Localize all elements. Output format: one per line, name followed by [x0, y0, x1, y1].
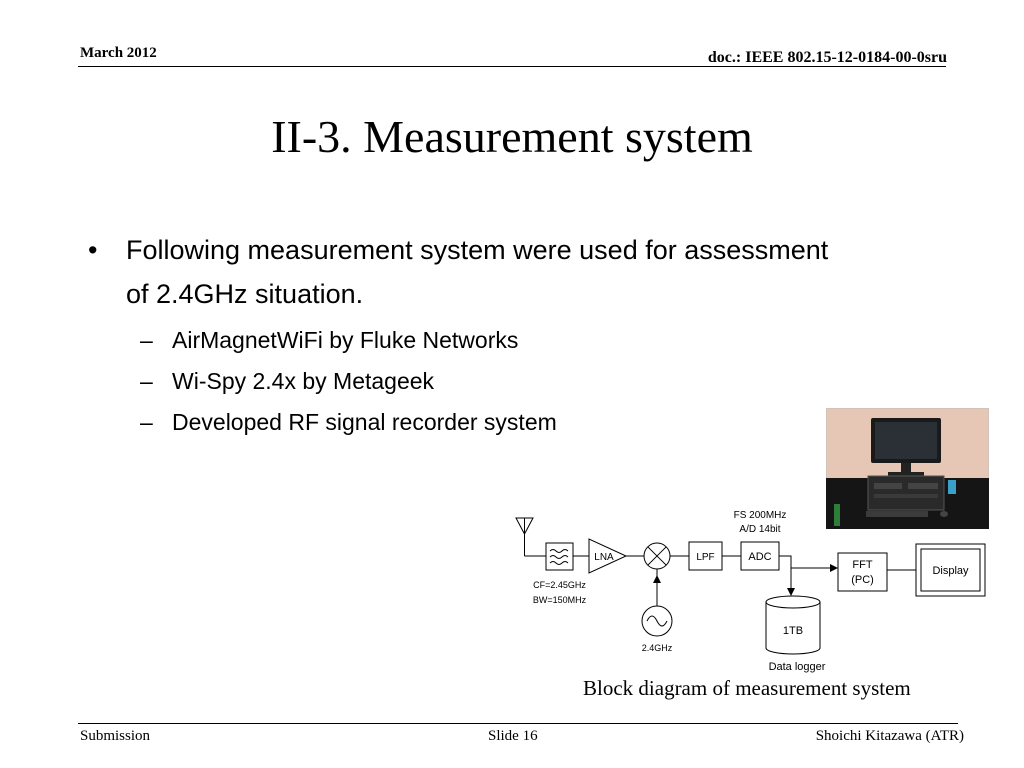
storage-capacity: 1TB — [783, 625, 803, 637]
sub-dash: – — [140, 327, 153, 353]
adc-label: ADC — [748, 551, 771, 563]
sub-dash: – — [140, 409, 153, 435]
header-doc-id: doc.: IEEE 802.15-12-0184-00-0sru — [707, 49, 947, 66]
footer-rule — [78, 723, 958, 724]
header-date: March 2012 — [80, 45, 157, 61]
sub-text: Wi-Spy 2.4x by Metageek — [172, 368, 435, 394]
sub-item: – Wi-Spy 2.4x by Metageek — [140, 361, 848, 402]
sub-item: – AirMagnetWiFi by Fluke Networks — [140, 320, 848, 361]
adc-sample-rate: FS 200MHz — [734, 510, 787, 521]
slide-number: Slide 16 — [488, 728, 538, 744]
lna-block: LNA — [588, 538, 628, 574]
fft-label: FFT — [852, 559, 872, 571]
lpf-label: LPF — [696, 552, 714, 563]
photo-keyboard — [866, 511, 928, 517]
sub-text: AirMagnetWiFi by Fluke Networks — [172, 327, 519, 353]
footer-author: Shoichi Kitazawa (ATR) — [815, 728, 964, 744]
to-storage-arrow-icon — [787, 588, 795, 596]
diagram-caption: Block diagram of measurement system — [583, 676, 911, 700]
lo-freq-label: 2.4GHz — [642, 643, 673, 653]
photo-mouse — [940, 511, 948, 517]
photo-chassis — [867, 475, 945, 511]
sub-text: Developed RF signal recorder system — [172, 409, 557, 435]
footer-left: Submission — [80, 728, 151, 744]
sub-item: – Developed RF signal recorder system — [140, 402, 848, 443]
lo-arrow-icon — [653, 575, 661, 583]
recorder-photo — [826, 408, 989, 529]
sub-list: – AirMagnetWiFi by Fluke Networks – Wi-S… — [140, 320, 848, 443]
data-logger-icon — [765, 595, 821, 655]
bullet-text: Following measurement system were used f… — [126, 235, 829, 309]
oscillator-icon — [641, 605, 673, 637]
block-diagram: CF=2.45GHz BW=150MHz LNA 2.4GHz LPF FS 2… — [515, 510, 986, 673]
adc-resolution: A/D 14bit — [739, 524, 780, 535]
adc-block: ADC — [740, 541, 780, 571]
bullet-item: • Following measurement system were used… — [88, 228, 848, 316]
bullet-mark: • — [88, 235, 98, 265]
antenna-icon — [515, 517, 534, 556]
lna-label: LNA — [594, 552, 614, 563]
display-block: Display — [915, 543, 986, 597]
slide-title: II-3. Measurement system — [271, 111, 753, 162]
bullet-list: • Following measurement system were used… — [88, 228, 848, 443]
sub-dash: – — [140, 368, 153, 394]
fft-block: FFT (PC) — [837, 552, 888, 592]
filter-bw-label: BW=150MHz — [533, 595, 587, 605]
header-rule — [78, 66, 946, 67]
bandpass-filter — [545, 542, 574, 571]
fft-pc-label: (PC) — [851, 574, 874, 586]
filter-cf-label: CF=2.45GHz — [533, 580, 586, 590]
lpf-block: LPF — [688, 541, 723, 571]
mixer-icon — [643, 542, 671, 570]
amplifier-icon — [588, 538, 628, 574]
to-fft-arrow-icon — [830, 564, 838, 572]
filter-wave-icon — [549, 549, 569, 565]
display-screen-icon — [920, 548, 981, 592]
display-label: Display — [932, 565, 969, 577]
data-logger-label: Data logger — [769, 661, 826, 673]
